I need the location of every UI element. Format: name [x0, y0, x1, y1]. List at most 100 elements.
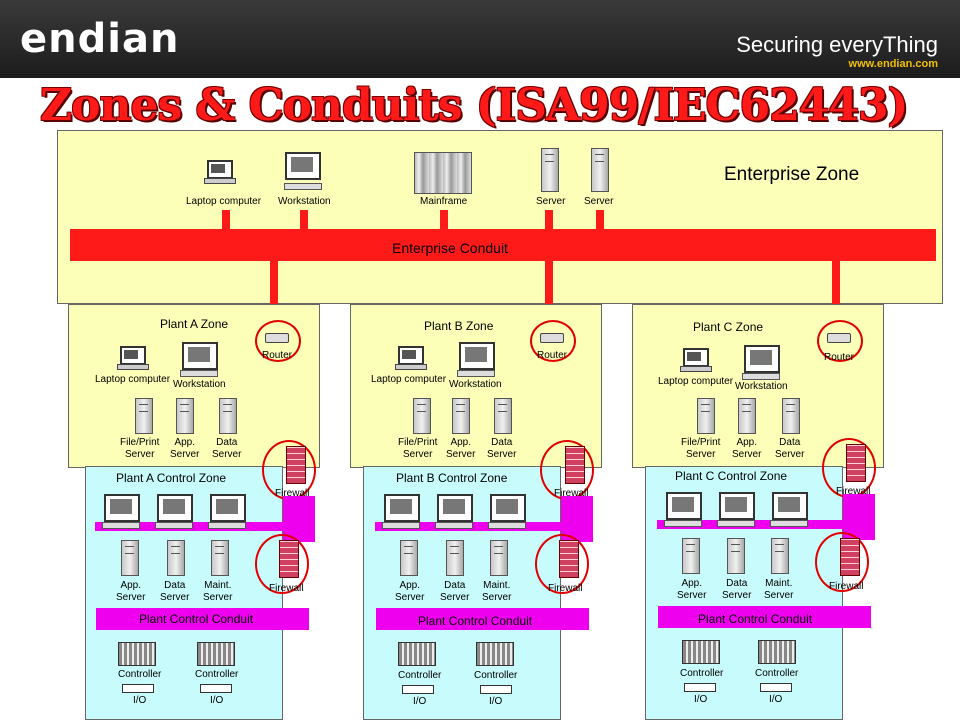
app-server-label: App.Server [170, 437, 200, 460]
server-icon [446, 540, 464, 576]
firewall-label: Firewall [275, 488, 310, 499]
app-server-label: App.Server [732, 437, 762, 460]
io-module-icon [684, 683, 716, 692]
controller-label: Controller [195, 669, 239, 680]
workstation-icon [437, 494, 473, 522]
server-icon [452, 398, 470, 434]
io-label: I/O [413, 696, 427, 707]
laptop-icon [120, 346, 146, 365]
laptop-icon [683, 348, 709, 367]
workstation-icon [182, 342, 218, 370]
control-network [95, 522, 315, 531]
keyboard-icon [742, 373, 780, 380]
laptop-base-icon [395, 364, 427, 370]
conduit-drop [545, 210, 553, 230]
firewall-icon[interactable] [279, 540, 299, 578]
endian-logo: endian [20, 16, 180, 62]
router-icon[interactable] [827, 333, 851, 343]
plant-a-zone-label: Plant A Zone [160, 317, 229, 331]
server-icon [211, 540, 229, 576]
firewall-icon[interactable] [840, 538, 860, 576]
enterprise-laptop-label: Laptop computer [186, 196, 262, 207]
laptop-base-icon [117, 364, 149, 370]
firewall-highlight [535, 534, 589, 594]
keyboard-icon [717, 520, 755, 527]
keyboard-icon [457, 370, 495, 377]
plant-control-conduit [376, 608, 589, 630]
firewall-icon[interactable] [846, 444, 866, 482]
enterprise-conduit [70, 229, 936, 261]
router-highlight [255, 320, 301, 362]
enterprise-workstation-label: Workstation [278, 196, 331, 207]
server-icon [490, 540, 508, 576]
workstation-icon [157, 494, 193, 522]
workstation-icon [384, 494, 420, 522]
server-icon [727, 538, 745, 574]
keyboard-icon [664, 520, 702, 527]
laptop-icon [398, 346, 424, 365]
workstation-icon [744, 345, 780, 373]
plant-control-conduit-label: Plant Control Conduit [139, 612, 254, 626]
io-module-icon [402, 685, 434, 694]
keyboard-icon [208, 522, 246, 529]
firewall-icon[interactable] [286, 446, 306, 484]
controller-icon [398, 642, 436, 666]
control-network [375, 522, 593, 531]
server-icon [167, 540, 185, 576]
workstation-label: Workstation [735, 381, 788, 392]
firewall-icon[interactable] [565, 446, 585, 484]
io-module-icon [480, 685, 512, 694]
firewall-icon[interactable] [559, 540, 579, 578]
firewall-label: Firewall [836, 486, 871, 497]
server-icon [782, 398, 800, 434]
workstation-icon [210, 494, 246, 522]
enterprise-server2-label: Server [584, 196, 614, 207]
io-label: I/O [210, 695, 224, 706]
workstation-icon [104, 494, 140, 522]
keyboard-icon [155, 522, 193, 529]
website-link[interactable]: www.endian.com [848, 58, 938, 70]
server-icon [494, 398, 512, 434]
io-label: I/O [694, 694, 708, 705]
io-module-icon [122, 684, 154, 693]
plant-c-zone-label: Plant C Zone [693, 320, 764, 334]
workstation-label: Workstation [449, 379, 502, 390]
controller-label: Controller [474, 670, 518, 681]
router-highlight [817, 320, 863, 362]
controller-icon [682, 640, 720, 664]
app-server-label: App.Server [677, 578, 707, 601]
page-title: Zones & Conduits (ISA99/IEC62443) [40, 80, 908, 131]
plant-c-control-zone-label: Plant C Control Zone [675, 469, 788, 483]
router-icon[interactable] [265, 333, 289, 343]
keyboard-icon [435, 522, 473, 529]
conduit-to-router-b [545, 260, 553, 340]
keyboard-icon [102, 522, 140, 529]
plant-control-conduit-label: Plant Control Conduit [698, 612, 813, 626]
controller-label: Controller [118, 669, 162, 680]
firewall-label: Firewall [829, 581, 864, 592]
workstation-icon [459, 342, 495, 370]
io-label: I/O [133, 695, 147, 706]
server-icon [121, 540, 139, 576]
laptop-label: Laptop computer [658, 376, 734, 387]
router-icon[interactable] [540, 333, 564, 343]
enterprise-zone [57, 130, 943, 304]
app-server-label: App.Server [395, 580, 425, 603]
firewall-label: Firewall [554, 488, 589, 499]
enterprise-conduit-label: Enterprise Conduit [392, 240, 508, 256]
server-icon [135, 398, 153, 434]
tagline: Securing everyThing [736, 32, 938, 57]
enterprise-zone-label: Enterprise Zone [724, 164, 860, 185]
laptop-base-icon [680, 366, 712, 372]
laptop-label: Laptop computer [371, 374, 447, 385]
maint-server-label: Maint.Server [203, 580, 233, 603]
server-icon [771, 538, 789, 574]
plant-control-conduit [658, 606, 871, 628]
